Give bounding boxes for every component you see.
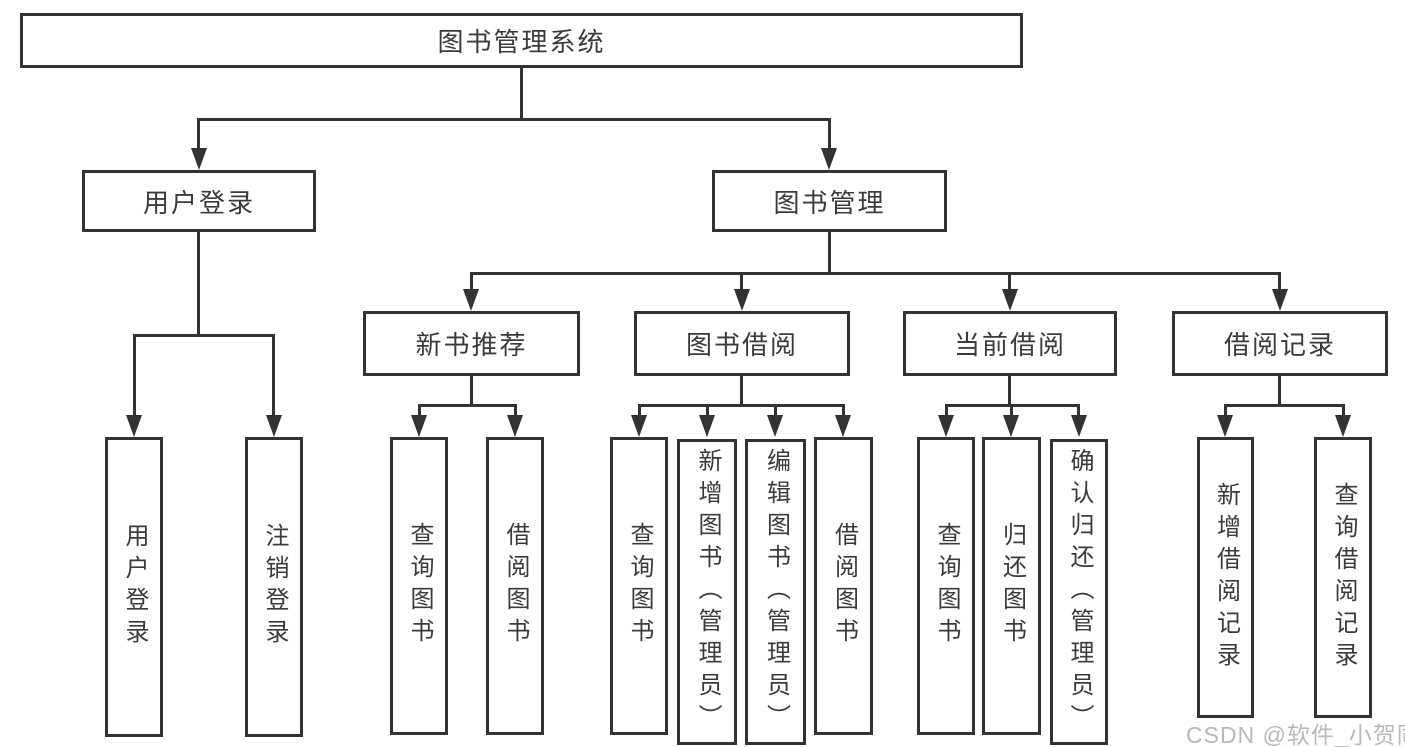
connector-line — [638, 404, 845, 407]
arrow-down-icon — [1002, 289, 1018, 311]
connector-line — [418, 404, 421, 417]
connector-line — [842, 404, 845, 417]
node-label: 用户登录 — [121, 523, 148, 651]
connector-line — [945, 404, 948, 417]
node-book-management: 图书管理 — [712, 170, 947, 232]
node-label: 借阅图书 — [830, 522, 858, 650]
node-label: 确认归还（管理员） — [1066, 448, 1093, 736]
connector-line — [706, 404, 709, 417]
node-label: 用户登录 — [142, 187, 255, 218]
node-user-login-action: 用户登录 — [105, 437, 163, 737]
node-user-login: 用户登录 — [82, 170, 316, 232]
arrow-down-icon — [1335, 415, 1351, 437]
arrow-down-icon — [1003, 415, 1019, 437]
node-borrow-books: 借阅图书 — [814, 437, 873, 735]
node-current-borrow: 当前借阅 — [903, 311, 1117, 376]
connector-line — [470, 272, 1281, 275]
node-label: 借阅记录 — [1223, 330, 1336, 360]
arrow-down-icon — [767, 415, 783, 437]
connector-line — [1008, 272, 1011, 290]
connector-line — [828, 118, 831, 150]
connector-line — [470, 272, 473, 290]
connector-line — [520, 68, 523, 119]
connector-line — [774, 404, 777, 417]
connector-line — [638, 404, 641, 417]
connector-line — [1010, 404, 1013, 417]
arrow-down-icon — [266, 415, 282, 437]
arrow-down-icon — [191, 148, 207, 170]
arrow-down-icon — [463, 289, 479, 311]
connector-line — [514, 404, 517, 417]
connector-line — [197, 118, 200, 150]
node-label: 新增借阅记录 — [1212, 481, 1240, 674]
arrow-down-icon — [1071, 415, 1087, 437]
node-label: 查询图书 — [626, 522, 653, 650]
connector-line — [740, 376, 743, 406]
node-root: 图书管理系统 — [20, 13, 1023, 68]
node-label: 新增图书（管理员） — [694, 448, 721, 736]
node-query-borrow-record: 查询借阅记录 — [1314, 437, 1372, 718]
connector-line — [1342, 404, 1345, 417]
connector-line — [133, 334, 136, 417]
node-root-label: 图书管理系统 — [437, 27, 606, 57]
arrow-down-icon — [734, 289, 750, 311]
node-edit-book-admin: 编辑图书（管理员） — [745, 439, 806, 745]
node-new-book-recommend: 新书推荐 — [363, 311, 580, 376]
node-label: 查询借阅记录 — [1330, 481, 1357, 674]
connector-line — [1278, 272, 1281, 290]
node-add-book-admin: 新增图书（管理员） — [677, 439, 737, 745]
connector-line — [1278, 376, 1281, 406]
arrow-down-icon — [835, 415, 851, 437]
connector-line — [197, 118, 831, 121]
csdn-watermark: CSDN @软件_小贺同学 — [1186, 722, 1405, 747]
arrow-down-icon — [126, 415, 142, 437]
node-confirm-return-admin: 确认归还（管理员） — [1050, 439, 1108, 745]
connector-line — [1224, 404, 1345, 407]
node-query-books-recommend: 查询图书 — [390, 437, 448, 735]
arrow-down-icon — [821, 148, 837, 170]
connector-line — [272, 334, 275, 417]
connector-line — [1077, 404, 1080, 417]
node-label: 编辑图书（管理员） — [762, 448, 790, 736]
node-query-books-current: 查询图书 — [917, 437, 975, 735]
node-label: 借阅图书 — [502, 522, 529, 650]
arrow-down-icon — [1217, 415, 1233, 437]
connector-line — [740, 272, 743, 290]
connector-line — [828, 232, 831, 273]
node-label: 归还图书 — [998, 522, 1026, 650]
node-label: 注销登录 — [261, 523, 288, 651]
arrow-down-icon — [631, 415, 647, 437]
arrow-down-icon — [1272, 289, 1288, 311]
arrow-down-icon — [411, 415, 427, 437]
node-book-borrow: 图书借阅 — [634, 311, 850, 376]
node-label: 图书管理 — [773, 187, 886, 218]
node-borrow-records: 借阅记录 — [1172, 311, 1388, 376]
connector-line — [133, 334, 275, 337]
connector-line — [418, 404, 517, 407]
node-label: 查询图书 — [406, 522, 433, 650]
arrow-down-icon — [699, 415, 715, 437]
node-label: 当前借阅 — [953, 330, 1066, 360]
node-label: 新书推荐 — [415, 330, 528, 360]
connector-line — [470, 376, 473, 406]
node-label: 查询图书 — [933, 522, 960, 650]
node-logout-action: 注销登录 — [245, 437, 303, 737]
node-add-borrow-record: 新增借阅记录 — [1197, 437, 1254, 718]
arrow-down-icon — [507, 415, 523, 437]
node-label: 图书借阅 — [685, 330, 798, 360]
connector-line — [1224, 404, 1227, 417]
connector-line — [197, 232, 200, 335]
connector-line — [1008, 376, 1011, 406]
node-query-books-borrow: 查询图书 — [610, 437, 668, 735]
node-return-book: 归还图书 — [982, 437, 1041, 735]
node-borrow-books-recommend: 借阅图书 — [486, 437, 544, 735]
arrow-down-icon — [938, 415, 954, 437]
